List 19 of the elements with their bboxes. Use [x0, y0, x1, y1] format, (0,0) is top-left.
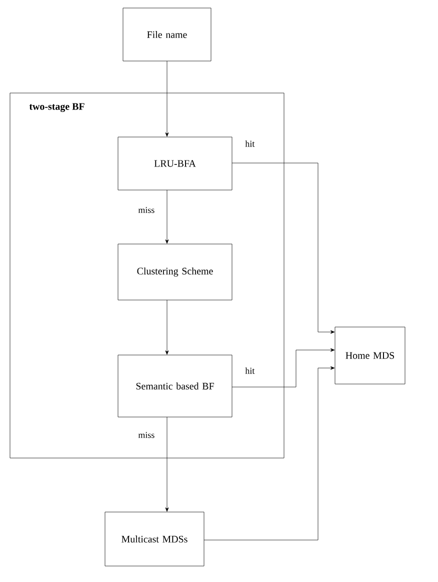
arrow — [165, 60, 169, 137]
edge-label: hit — [244, 366, 256, 375]
group-heading: two-stage BF — [29, 103, 84, 112]
edge-label: hit — [244, 140, 256, 148]
process-box: Home MDS — [334, 326, 406, 384]
arrow — [232, 348, 335, 388]
edge-label: miss — [137, 431, 156, 440]
process-box: LRU-BFA — [118, 136, 232, 190]
arrow — [165, 416, 169, 512]
group-box — [10, 92, 284, 458]
arrow — [232, 162, 335, 334]
process-box: Semantic based BF — [118, 354, 232, 418]
process-box: Clustering Scheme — [118, 244, 232, 300]
process-box: Multicast MDSs — [104, 512, 204, 566]
arrow — [165, 300, 169, 355]
arrow — [204, 366, 335, 540]
arrow — [165, 190, 169, 244]
edge-label: miss — [137, 206, 156, 214]
process-box: File name — [122, 8, 212, 62]
